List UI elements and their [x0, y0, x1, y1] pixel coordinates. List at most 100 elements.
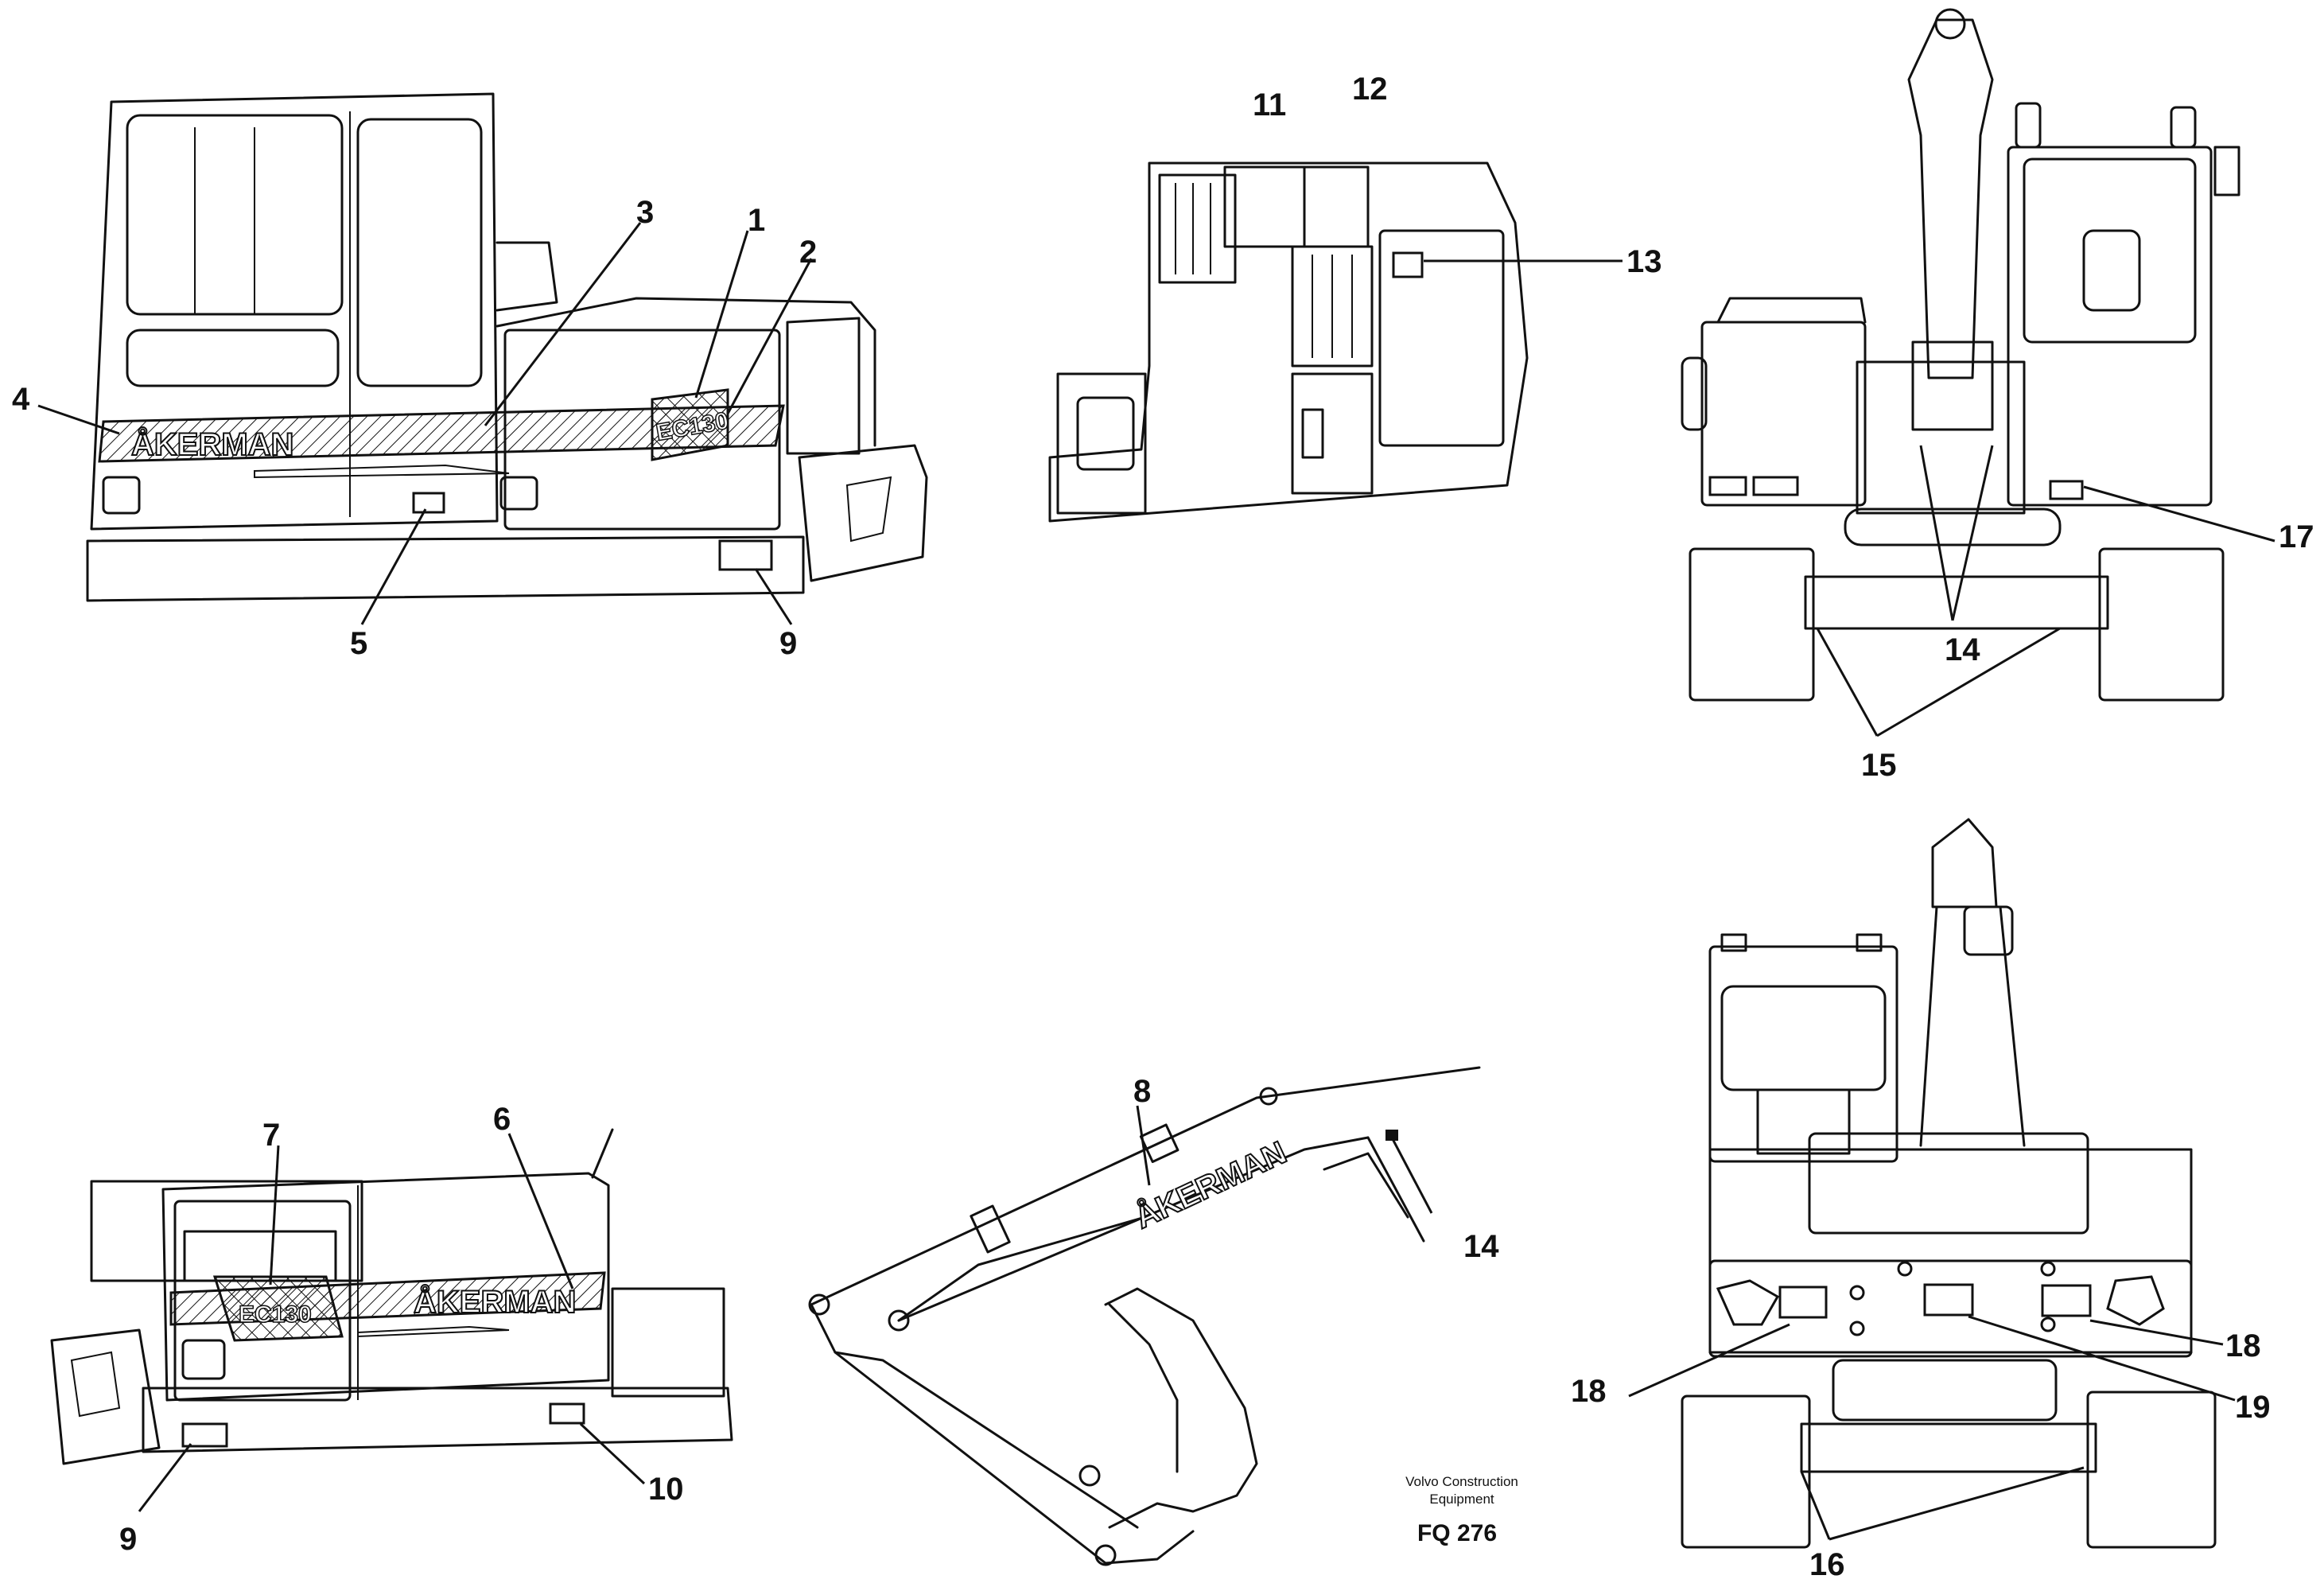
leader-2: [726, 258, 813, 414]
front-boom-foot: [1911, 340, 1994, 431]
front-tyre-right: [2098, 547, 2225, 702]
leader-10: [579, 1422, 646, 1485]
leader-9a: [754, 568, 793, 625]
leader-8: [1136, 1105, 1151, 1186]
cab-outline: [90, 92, 499, 531]
right-side-view: ÅKERMAN EC130: [50, 1128, 733, 1512]
rear-cab: [1708, 945, 1898, 1163]
stick-outline: [810, 1303, 1195, 1565]
rear-counterweight-body: [1708, 1148, 2193, 1354]
rear-tyre-right: [2086, 1391, 2217, 1549]
callout-10: 10: [648, 1472, 684, 1507]
callout-18-left: 18: [1571, 1374, 1607, 1409]
cab-door-handle: [102, 476, 141, 515]
leader-16a: [1800, 1471, 1831, 1540]
front-slew-ring: [1844, 508, 2062, 547]
leader-18b: [2089, 1319, 2224, 1346]
callout-numbers: 1 2 3 4 5 9 11 12 13 17 14 15 8 14 7 6 9…: [12, 72, 2314, 1582]
leader-18a: [1628, 1323, 1790, 1398]
decal-9-rect: [718, 539, 773, 571]
callout-13: 13: [1626, 244, 1662, 279]
rear-boom-top: [1931, 818, 1998, 908]
leader-14a: [1919, 445, 1954, 621]
leader-7: [269, 1145, 280, 1286]
decal-11-area: [1223, 165, 1306, 248]
leader-14c: [1390, 1137, 1433, 1214]
rear-panel: [786, 317, 861, 455]
leader-19: [1968, 1315, 2236, 1402]
boom-view: ÅKERMAN: [808, 1066, 1481, 1566]
callout-11: 11: [1253, 88, 1286, 123]
decal-12-area: [1303, 165, 1370, 248]
stripe-decal: [98, 404, 785, 463]
exhaust-stack: [496, 241, 558, 312]
rear-light-right: [2106, 1275, 2165, 1326]
callout-4: 4: [12, 382, 30, 417]
rear-slew-ring: [1832, 1359, 2058, 1422]
callout-8: 8: [1133, 1074, 1151, 1109]
stick-inner: [834, 1351, 1139, 1529]
callout-9-top: 9: [779, 626, 797, 661]
rear-bumper: [1708, 1259, 2193, 1358]
top-vent-block: [1158, 173, 1237, 284]
decal-5-rect: [412, 492, 445, 514]
decal-13-rect: [1392, 251, 1424, 278]
callout-14-boom: 14: [1463, 1229, 1499, 1264]
leader-14b: [1951, 445, 1994, 621]
top-engine-cover: [1378, 229, 1505, 447]
decal-19-rect: [1923, 1283, 1974, 1317]
decal-9b-rect: [181, 1422, 228, 1448]
boom-foot-bracket: [1323, 1152, 1409, 1219]
leader-17: [2083, 485, 2275, 543]
leader-9b: [138, 1443, 192, 1512]
engine-hood: [496, 297, 876, 447]
rear-tyre-left: [1681, 1394, 1811, 1549]
upper-frame-base: [86, 535, 805, 602]
callout-6: 6: [493, 1102, 511, 1137]
leader-6: [507, 1133, 574, 1289]
callout-1: 1: [748, 203, 765, 238]
right-model-badge: [212, 1275, 344, 1342]
front-boom: [1907, 18, 1994, 379]
callout-17: 17: [2279, 519, 2314, 554]
callout-3: 3: [636, 195, 654, 230]
callout-15: 15: [1861, 748, 1897, 783]
cab-lower-window: [126, 329, 340, 387]
figure-code: FQ 276: [1417, 1520, 1497, 1546]
leader-3: [484, 222, 642, 426]
bucket: [1104, 1287, 1258, 1529]
cab-door-window: [356, 118, 483, 387]
right-counterweight: [50, 1328, 161, 1465]
cab-front-window: [126, 114, 344, 316]
callout-12: 12: [1352, 72, 1388, 107]
callout-9-bottom: 9: [119, 1522, 137, 1557]
right-side-body: [161, 1172, 610, 1402]
left-side-view: ÅKERMAN EC130: [37, 92, 928, 625]
decal-10-rect: [549, 1402, 585, 1425]
decal-18b-rect: [2041, 1284, 2092, 1317]
boom-brand-decal-text: ÅKERMAN: [1129, 1134, 1292, 1235]
top-view: [1048, 161, 1623, 523]
rear-engine-grille: [1808, 1132, 2089, 1235]
company-name-line1: Volvo Construction: [1405, 1474, 1518, 1489]
counterweight: [798, 444, 928, 582]
right-model-decal-text: EC130: [239, 1301, 312, 1328]
front-tyre-left: [1689, 547, 1815, 702]
top-grille: [1291, 245, 1374, 368]
right-frame-base: [142, 1387, 733, 1453]
beacon-left: [2015, 102, 2042, 149]
callout-16: 16: [1809, 1547, 1845, 1582]
antenna: [591, 1128, 614, 1179]
boom-upper-edge: [810, 1066, 1481, 1306]
callout-19: 19: [2235, 1390, 2271, 1425]
brand-decal-text: ÅKERMAN: [131, 426, 293, 462]
model-badge: [651, 388, 729, 461]
callout-7: 7: [262, 1118, 280, 1153]
front-left-block: [1700, 321, 1867, 507]
decal-14-marker: [1385, 1130, 1398, 1141]
hood-handle: [499, 476, 538, 511]
operator-seat: [2082, 229, 2141, 312]
leader-15a: [1816, 628, 1879, 737]
decal-18a-rect: [1778, 1286, 1828, 1319]
